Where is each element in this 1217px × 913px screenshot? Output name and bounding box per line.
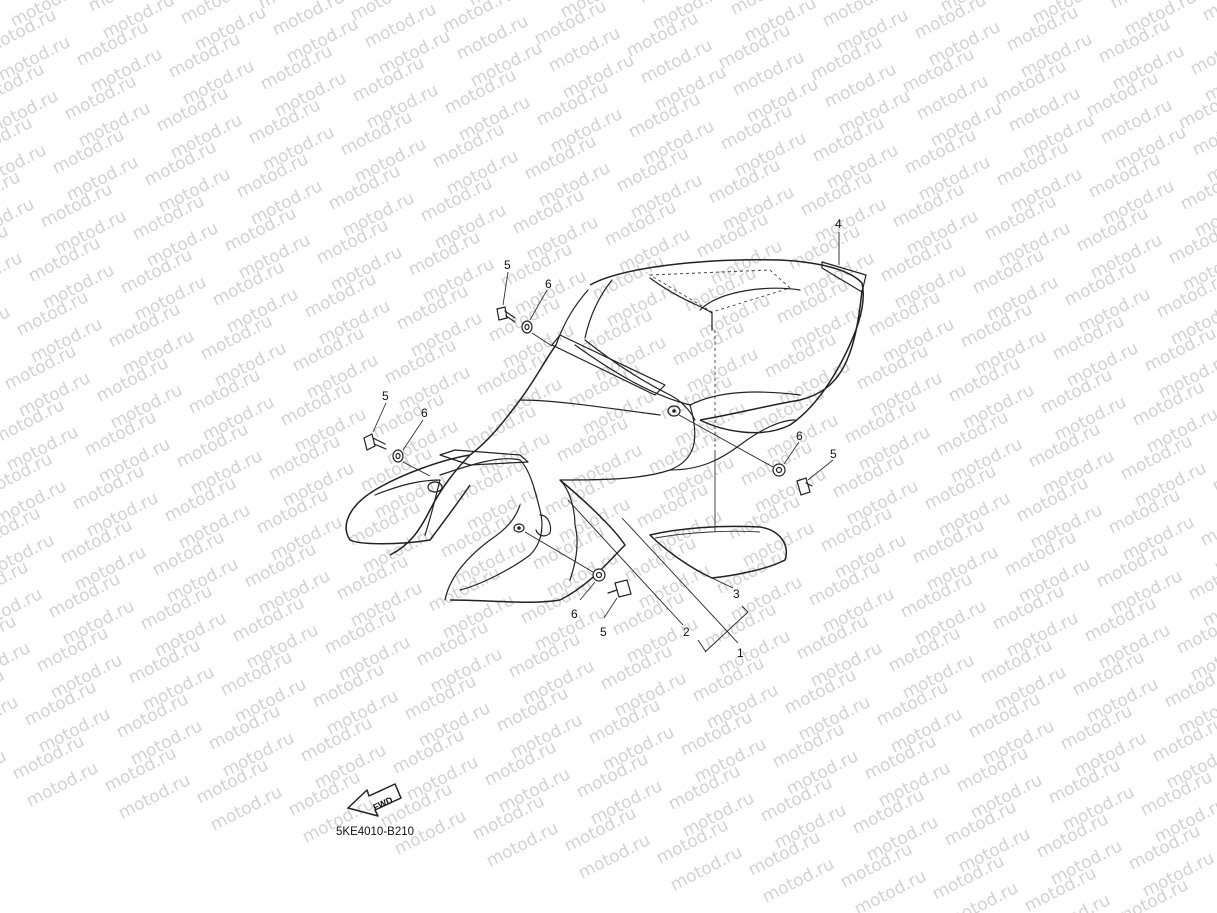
seat-assembly — [345, 259, 867, 603]
callout-labels: 1 2 3 4 5 6 5 6 6 5 6 5 — [382, 217, 842, 660]
watermark-text: motod.ru — [1197, 497, 1217, 550]
bolt-bottom — [603, 579, 632, 619]
bolt-left — [363, 402, 387, 451]
grommet-top — [521, 289, 553, 347]
grommet-left — [392, 419, 431, 477]
watermark-text: motod.ru — [0, 248, 26, 301]
watermark-text: motod.ru — [0, 356, 2, 409]
bolt-right — [796, 459, 834, 496]
callout-2: 2 — [683, 625, 690, 639]
watermark-text: motod.ru — [1199, 0, 1217, 25]
callout-5-top: 5 — [504, 258, 511, 272]
callout-5-left: 5 — [382, 389, 389, 403]
diagram-code: 5KE4010-B210 — [336, 826, 414, 838]
watermark-text: motod.ru — [1209, 443, 1217, 496]
fasteners — [363, 271, 834, 619]
callout-5-right: 5 — [830, 447, 837, 461]
watermark-text: motod.ru — [0, 302, 14, 355]
callout-6-top: 6 — [545, 277, 552, 291]
bolt-top — [496, 271, 516, 323]
callout-leaders — [567, 232, 840, 653]
watermark-text: motod.ru — [1205, 887, 1217, 913]
grommet-bottom — [524, 531, 606, 601]
callout-4: 4 — [835, 217, 842, 231]
grommet-right — [678, 414, 800, 477]
callout-6-right: 6 — [796, 429, 803, 443]
watermark-text: motod.ru — [0, 746, 10, 799]
watermark-text: motod.ru — [0, 692, 22, 745]
callout-6-left: 6 — [421, 406, 428, 420]
callout-3: 3 — [733, 587, 740, 601]
callout-1: 1 — [737, 646, 744, 660]
callout-6-bottom: 6 — [571, 607, 578, 621]
seat-pad-part — [649, 330, 787, 579]
callout-5-bottom: 5 — [600, 625, 607, 639]
